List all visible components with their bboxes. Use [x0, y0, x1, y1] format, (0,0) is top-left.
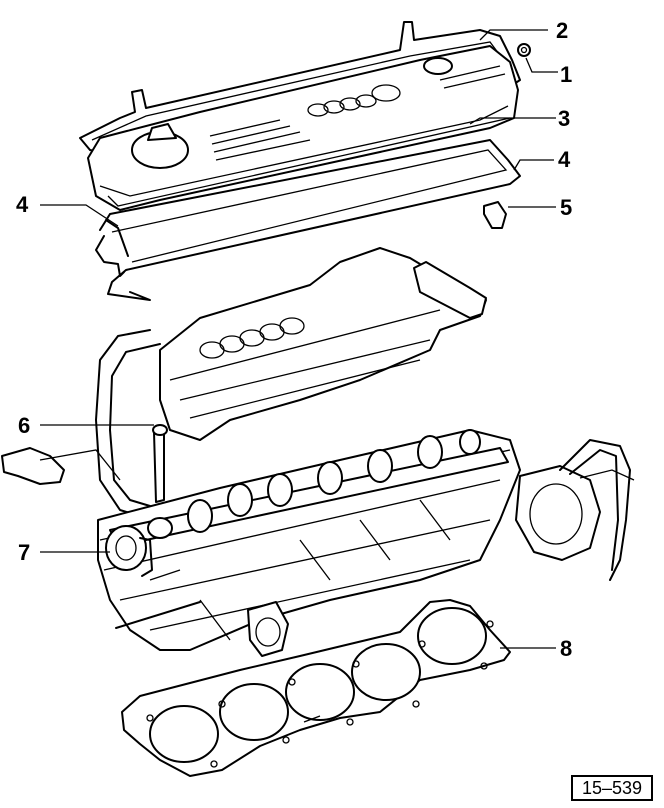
- logo-rings-cover: [307, 94, 377, 117]
- cover-nut-part-1: [517, 43, 531, 57]
- intake-hose: [1, 329, 161, 517]
- leader-lines: [40, 29, 558, 649]
- valve-cover-gasket: [95, 139, 521, 301]
- callout-7: 7: [18, 540, 30, 565]
- half-moon-seal-part-5: [483, 201, 507, 229]
- camshaft: [109, 429, 509, 547]
- logo-rings-manifold: [199, 317, 305, 359]
- callout-6: 6: [18, 413, 30, 438]
- callout-4-left: 4: [16, 192, 29, 217]
- callout-4-right: 4: [558, 147, 571, 172]
- intake-manifold: [159, 247, 487, 441]
- stud-part-6: [152, 424, 168, 503]
- exhaust-ports: [149, 499, 451, 641]
- camshaft-oil-seal-part-7: [105, 525, 153, 577]
- coolant-outlet: [115, 601, 289, 657]
- distributor: [515, 439, 635, 581]
- figure-reference-number: 15–539: [571, 775, 653, 801]
- callout-3: 3: [558, 106, 570, 131]
- callout-2: 2: [556, 18, 568, 43]
- cylinder-head-gasket: [121, 599, 511, 777]
- callout-8: 8: [560, 636, 572, 661]
- valve-cover: [87, 45, 519, 211]
- callout-5: 5: [560, 195, 572, 220]
- callout-1: 1: [560, 62, 572, 87]
